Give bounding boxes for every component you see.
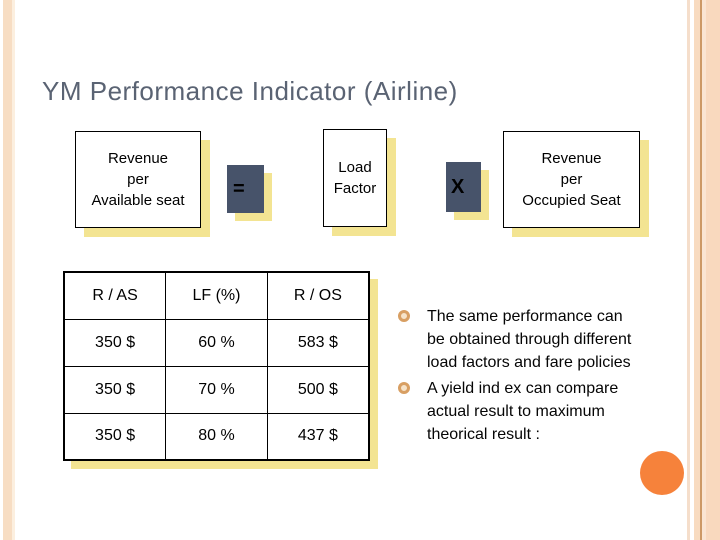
bullet-list: The same performance can be obtained thr… (398, 305, 690, 449)
table-cell: 60 % (165, 318, 268, 367)
revenue-per-occupied-seat-label: Revenue per Occupied Seat (522, 150, 621, 209)
table-cell: 500 $ (266, 365, 370, 414)
multiply-operator-box: X (446, 162, 481, 212)
bullet-icon (398, 382, 410, 394)
table-header-lf: LF (%) (165, 271, 268, 320)
table-cell: 350 $ (63, 318, 167, 367)
table-header-ras: R / AS (63, 271, 167, 320)
table-row: 350 $ 80 % 437 $ (63, 412, 370, 461)
table-header-ros: R / OS (266, 271, 370, 320)
table-cell: 350 $ (63, 365, 167, 414)
orange-circle-decoration (640, 451, 684, 495)
load-factor-box: Load Factor (323, 129, 387, 227)
table-row: 350 $ 60 % 583 $ (63, 318, 370, 367)
equals-operator-box: = (227, 165, 264, 213)
table-row: 350 $ 70 % 500 $ (63, 365, 370, 414)
right-edge-stripe-1 (687, 0, 690, 540)
list-item: The same performance can be obtained thr… (398, 305, 690, 374)
equals-operator-label: = (233, 177, 245, 200)
right-edge-stripe-5 (706, 0, 720, 540)
multiply-operator-label: X (451, 175, 465, 198)
table-cell: 80 % (165, 412, 268, 461)
list-item: A yield ind ex can compare actual result… (398, 377, 690, 446)
revenue-per-available-seat-label: Revenue per Available seat (91, 150, 185, 209)
revenue-per-available-seat-box: Revenue per Available seat (75, 131, 201, 228)
table-cell: 350 $ (63, 412, 167, 461)
page-title: YM Performance Indicator (Airline) (42, 76, 458, 106)
bullet-text: A yield ind ex can compare actual result… (427, 380, 619, 443)
table-cell: 583 $ (266, 318, 370, 367)
table-cell: 437 $ (266, 412, 370, 461)
bullet-text: The same performance can be obtained thr… (427, 308, 632, 371)
revenue-per-occupied-seat-box: Revenue per Occupied Seat (503, 131, 640, 228)
bullet-icon (398, 310, 410, 322)
table-cell: 70 % (165, 365, 268, 414)
left-edge-stripe-light (12, 0, 15, 540)
left-edge-stripe (3, 0, 12, 540)
load-factor-label: Load Factor (333, 159, 377, 197)
right-edge-stripe-3 (700, 0, 702, 540)
yield-table: R / AS LF (%) R / OS 350 $ 60 % 583 $ 35… (63, 271, 370, 461)
right-edge-stripe-2 (694, 0, 700, 540)
right-edge-stripe-4 (702, 0, 706, 540)
table-header-row: R / AS LF (%) R / OS (63, 271, 370, 320)
